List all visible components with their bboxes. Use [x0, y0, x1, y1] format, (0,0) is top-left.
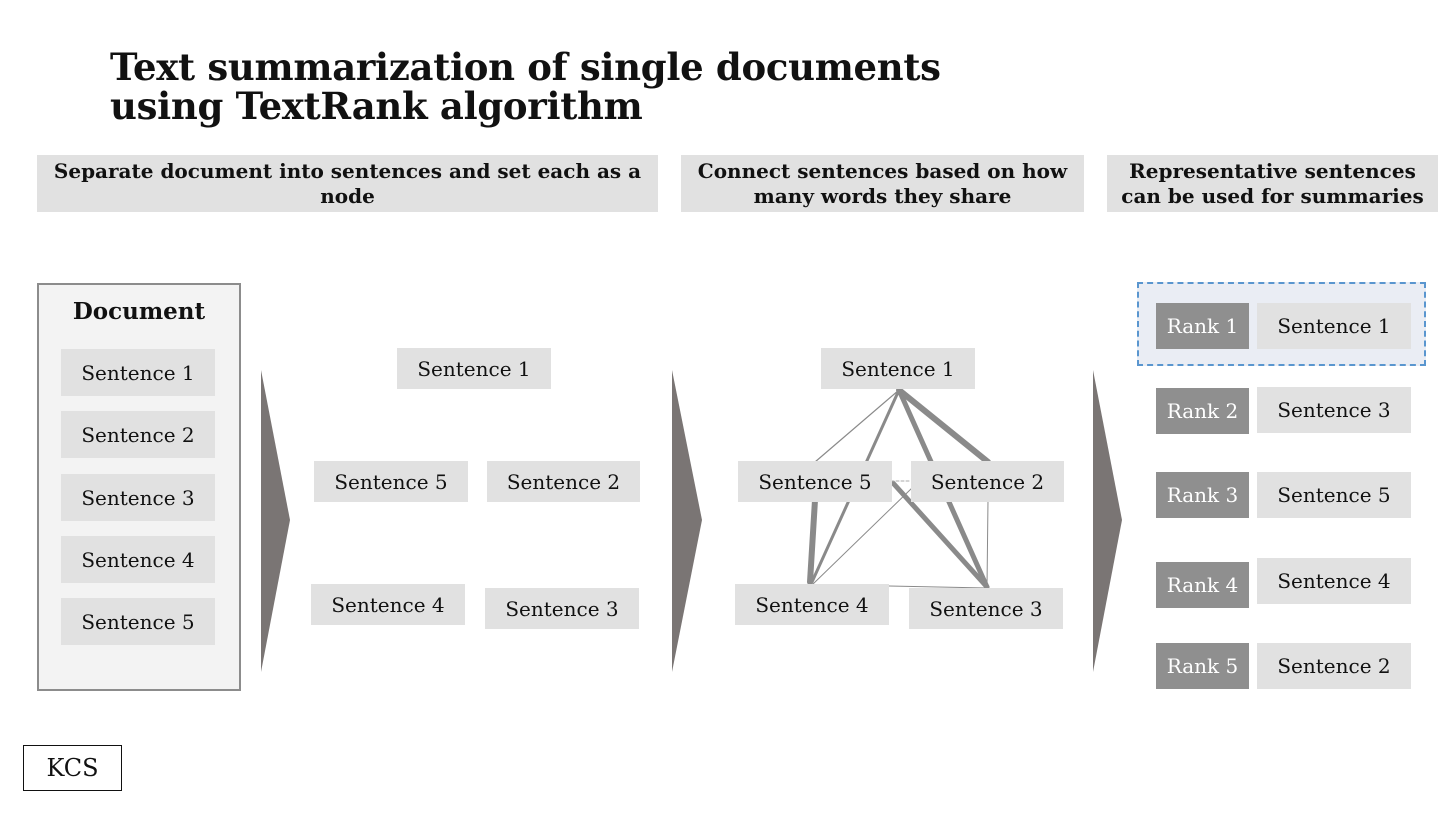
node-sentence-1: Sentence 1	[397, 348, 551, 389]
title-line-1: Text summarization of single documents	[110, 45, 941, 89]
edge-s4-s2	[811, 487, 913, 586]
edge-s1-s2	[896, 387, 991, 465]
edge-s5-s4	[807, 497, 818, 585]
ranked-sentence-3: Sentence 5	[1257, 472, 1411, 518]
graph-node-sentence-4: Sentence 4	[735, 584, 889, 625]
rank-label-5: Rank 5	[1156, 643, 1249, 689]
step-3-header: Representative sentences can be used for…	[1107, 155, 1438, 212]
graph-node-sentence-5: Sentence 5	[738, 461, 892, 502]
process-arrow-3	[1093, 370, 1122, 672]
ranked-sentence-4: Sentence 4	[1257, 558, 1411, 604]
node-sentence-3: Sentence 3	[485, 588, 639, 629]
step-2-header: Connect sentences based on how many word…	[681, 155, 1084, 212]
edge-s5-s3	[890, 480, 990, 590]
document-sentence-5: Sentence 5	[61, 598, 215, 645]
document-sentence-2: Sentence 2	[61, 411, 215, 458]
graph-node-sentence-3: Sentence 3	[909, 588, 1063, 629]
edge-s2-s3	[986, 499, 989, 588]
ranked-sentence-2: Sentence 3	[1257, 387, 1411, 433]
document-sentence-4: Sentence 4	[61, 536, 215, 583]
rank-label-3: Rank 3	[1156, 472, 1249, 518]
step-1-header: Separate document into sentences and set…	[37, 155, 658, 212]
document-sentence-3: Sentence 3	[61, 474, 215, 521]
document-title: Document	[72, 298, 206, 325]
rank-label-4: Rank 4	[1156, 562, 1249, 608]
node-sentence-4: Sentence 4	[311, 584, 465, 625]
page-title: Text summarization of single documents u…	[110, 48, 1010, 126]
node-sentence-5: Sentence 5	[314, 461, 468, 502]
document-sentence-1: Sentence 1	[61, 349, 215, 396]
kcs-label: KCS	[23, 745, 122, 791]
ranked-sentence-1: Sentence 1	[1257, 303, 1411, 349]
process-arrow-1	[261, 370, 290, 672]
title-line-2: using TextRank algorithm	[110, 84, 643, 128]
ranked-sentence-5: Sentence 2	[1257, 643, 1411, 689]
process-arrow-2	[672, 370, 702, 672]
edge-s1-s5	[814, 389, 900, 463]
graph-node-sentence-2: Sentence 2	[911, 461, 1064, 502]
graph-node-sentence-1: Sentence 1	[821, 348, 975, 389]
rank-label-2: Rank 2	[1156, 388, 1249, 434]
node-sentence-2: Sentence 2	[487, 461, 640, 502]
rank-label-1: Rank 1	[1156, 303, 1249, 349]
edge-s4-s3	[886, 585, 988, 589]
